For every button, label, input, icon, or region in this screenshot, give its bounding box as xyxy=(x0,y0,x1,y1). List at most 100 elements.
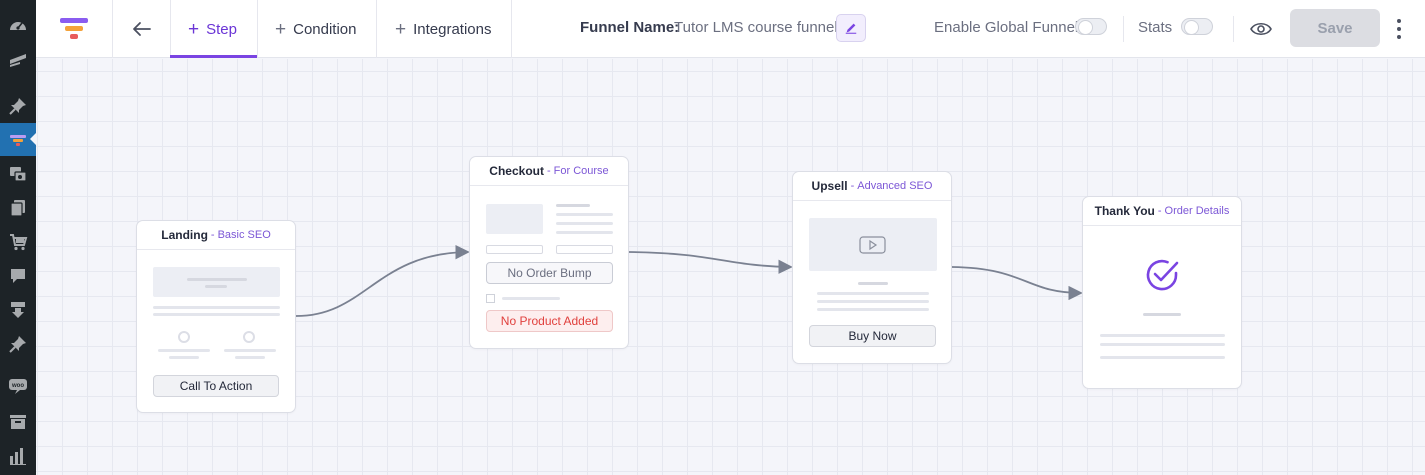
plus-icon: + xyxy=(188,18,200,40)
hero-placeholder xyxy=(153,267,280,297)
step-node-upsell[interactable]: Upsell-Advanced SEO Buy Now xyxy=(792,171,952,364)
stats-toggle[interactable] xyxy=(1181,18,1213,35)
node-type: Upsell xyxy=(811,179,848,193)
dot xyxy=(1397,27,1401,31)
check-circle-icon xyxy=(1143,256,1181,294)
toolbar-divider xyxy=(112,0,113,58)
slides-icon[interactable] xyxy=(8,50,28,70)
tab-step[interactable]: + Step xyxy=(170,0,257,58)
funnel-canvas[interactable]: Landing-Basic SEO Call To Action Checkou… xyxy=(36,59,1425,475)
placeholder-line xyxy=(817,308,929,311)
play-icon xyxy=(859,236,886,254)
dot xyxy=(1397,19,1401,23)
arrow-left-icon xyxy=(133,22,151,36)
cart-icon[interactable] xyxy=(8,232,28,252)
stats-icon[interactable] xyxy=(8,446,28,466)
pin-icon[interactable] xyxy=(8,96,28,116)
placeholder-line xyxy=(502,297,560,300)
placeholder-line xyxy=(1100,334,1225,337)
tab-integrations[interactable]: + Integrations xyxy=(377,0,511,58)
tab-label: Integrations xyxy=(413,20,492,38)
active-notch xyxy=(30,133,36,145)
tab-label: Condition xyxy=(293,20,357,38)
woo-icon[interactable]: woo xyxy=(8,376,28,396)
feature-circle-icon xyxy=(243,331,255,343)
global-funnel-label: Enable Global Funnel xyxy=(934,19,1079,36)
node-header: Checkout-For Course xyxy=(470,157,628,186)
node-header: Landing-Basic SEO xyxy=(137,221,295,250)
step-node-checkout[interactable]: Checkout-For Course No Order Bump No Pro… xyxy=(469,156,629,349)
placeholder-line xyxy=(556,204,590,207)
product-status-badge[interactable]: No Product Added xyxy=(486,310,613,332)
node-header: Thank You-Order Details xyxy=(1083,197,1241,226)
tab-condition[interactable]: + Condition xyxy=(257,0,377,58)
pages-icon[interactable] xyxy=(8,198,28,218)
input-placeholder xyxy=(486,245,543,254)
toolbar-divider xyxy=(376,0,377,58)
step-node-thankyou[interactable]: Thank You-Order Details xyxy=(1082,196,1242,389)
toolbar-divider xyxy=(1233,16,1234,42)
buy-now-button[interactable]: Buy Now xyxy=(809,325,936,347)
placeholder-line xyxy=(187,278,247,281)
wp-admin-sidebar: woo xyxy=(0,0,36,475)
placeholder-line xyxy=(858,282,888,285)
placeholder-line xyxy=(153,306,280,309)
download-icon[interactable] xyxy=(8,300,28,320)
call-to-action-button[interactable]: Call To Action xyxy=(153,375,279,397)
node-dash: - xyxy=(546,165,551,177)
funnel-name-label: Funnel Name: xyxy=(580,19,680,36)
global-funnel-toggle[interactable] xyxy=(1075,18,1107,35)
placeholder-line xyxy=(817,292,929,295)
back-button[interactable] xyxy=(128,15,156,43)
placeholder-line xyxy=(556,231,613,234)
edge-upsell-thankyou xyxy=(951,266,1083,301)
eye-icon xyxy=(1250,22,1272,36)
placeholder-line xyxy=(817,300,929,303)
placeholder-line xyxy=(1100,356,1225,359)
toolbar-divider xyxy=(1123,16,1124,42)
feature-circle-icon xyxy=(178,331,190,343)
save-button[interactable]: Save xyxy=(1290,9,1380,47)
stats-label: Stats xyxy=(1138,19,1173,36)
step-node-landing[interactable]: Landing-Basic SEO Call To Action xyxy=(136,220,296,413)
funnel-icon[interactable] xyxy=(8,130,28,150)
funnel-name-value: Tutor LMS course funnel xyxy=(674,19,838,36)
plus-icon: + xyxy=(395,18,407,40)
image-placeholder-icon xyxy=(486,204,543,234)
dashboard-icon[interactable] xyxy=(8,16,28,36)
pin-icon[interactable] xyxy=(8,334,28,354)
pencil-icon xyxy=(845,23,857,34)
node-subtitle: Advanced SEO xyxy=(857,180,933,192)
placeholder-line xyxy=(205,285,227,288)
toolbar-divider xyxy=(170,0,171,58)
edge-landing-checkout xyxy=(295,244,470,317)
node-subtitle: Order Details xyxy=(1164,205,1230,217)
dot xyxy=(1397,35,1401,39)
funnel-logo-icon xyxy=(58,14,90,44)
input-placeholder xyxy=(556,245,613,254)
plus-icon: + xyxy=(275,18,287,40)
node-dash: - xyxy=(1157,205,1162,217)
checkbox-placeholder-icon xyxy=(486,294,495,303)
placeholder-line xyxy=(224,349,276,352)
node-type: Thank You xyxy=(1094,204,1155,218)
placeholder-line xyxy=(1100,343,1225,346)
placeholder-line xyxy=(556,222,613,225)
funnel-editor-toolbar: + Step + Condition + Integrations Funnel Na… xyxy=(36,0,1425,58)
more-options-button[interactable] xyxy=(1392,16,1406,42)
placeholder-line xyxy=(169,356,199,359)
placeholder-line xyxy=(1143,313,1181,316)
comments-icon[interactable] xyxy=(8,266,28,286)
edit-funnel-name-button[interactable] xyxy=(836,14,866,42)
placeholder-line xyxy=(235,356,265,359)
tab-label: Step xyxy=(206,20,237,38)
order-bump-button[interactable]: No Order Bump xyxy=(486,262,613,284)
archive-icon[interactable] xyxy=(8,412,28,432)
media-icon[interactable] xyxy=(8,164,28,184)
funnel-connections xyxy=(295,244,1083,317)
preview-button[interactable] xyxy=(1248,16,1274,42)
svg-text:woo: woo xyxy=(11,383,24,389)
node-dash: - xyxy=(850,180,855,192)
toolbar-divider xyxy=(257,0,258,58)
node-subtitle: For Course xyxy=(553,165,609,177)
